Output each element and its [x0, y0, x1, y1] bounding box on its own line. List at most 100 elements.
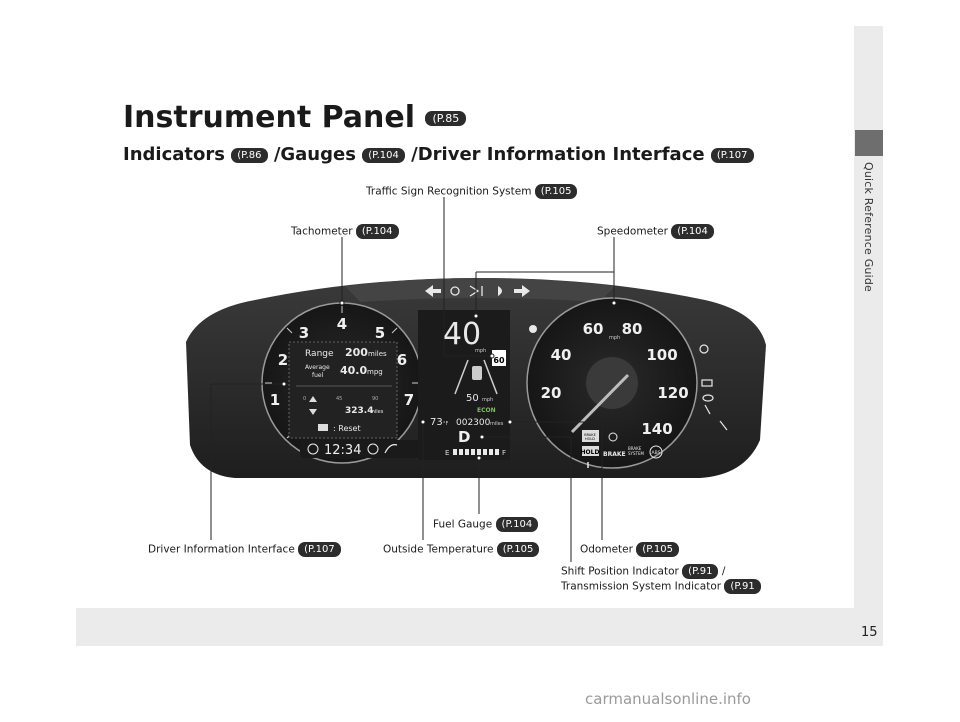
- right-warning-icons: [699, 344, 728, 431]
- title-text: Instrument Panel: [123, 100, 416, 135]
- svg-text:miles: miles: [368, 350, 387, 358]
- transmission-ref-link[interactable]: (P.91: [724, 579, 761, 594]
- outside-temp-ref-link[interactable]: (P.105: [496, 542, 540, 557]
- svg-text:73: 73: [430, 417, 443, 428]
- svg-text:BRAKE: BRAKE: [584, 433, 596, 437]
- svg-text:mph: mph: [475, 348, 486, 354]
- svg-text:mpg: mpg: [367, 368, 383, 376]
- airbag-icon: [719, 420, 728, 431]
- page-number: 15: [861, 625, 878, 640]
- callout-fuel-gauge: Fuel Gauge (P.104: [433, 517, 539, 532]
- svg-text:40: 40: [443, 317, 481, 352]
- info-icon: [307, 443, 319, 455]
- leader-lines: [210, 197, 617, 562]
- gauges-ref-link[interactable]: (P.104: [362, 147, 405, 163]
- dii-callout-ref-link[interactable]: (P.107: [298, 542, 341, 557]
- fuel-gauge-ref-link[interactable]: (P.104: [495, 517, 539, 532]
- epb-icon: [699, 344, 709, 354]
- svg-text:mph: mph: [482, 397, 493, 403]
- tpms-icon: [608, 432, 618, 442]
- tachometer-ref-link[interactable]: (P.104: [355, 224, 399, 239]
- turn-right-icon: [514, 285, 530, 297]
- bottom-indicators: BRAKE HOLD HOLD BRAKE BRAKE SYSTEM ABS: [581, 430, 663, 468]
- svg-text:323.4: 323.4: [345, 406, 373, 416]
- svg-text:BRAKE: BRAKE: [628, 446, 642, 451]
- svg-text:60: 60: [493, 356, 505, 365]
- dii-screen: [288, 341, 398, 439]
- svg-text:mph: mph: [609, 335, 620, 341]
- svg-text:fuel: fuel: [312, 372, 324, 379]
- svg-text:6: 6: [397, 351, 407, 369]
- left-marker-dot: [529, 325, 537, 333]
- speedometer-center-cap: [586, 357, 638, 409]
- hood-visor: [345, 278, 615, 302]
- svg-text:D: D: [458, 428, 470, 446]
- subtitle-dii: /Driver Information Interface: [411, 144, 705, 165]
- speedometer-ref-link[interactable]: (P.104: [671, 224, 714, 239]
- shift-position-ref-link[interactable]: (P.91: [682, 564, 719, 579]
- callout-odometer: Odometer (P.105: [580, 542, 679, 557]
- brake-hold-indicator: [582, 430, 599, 442]
- traffic-sign-ref-link[interactable]: (P.105: [534, 184, 578, 199]
- dii-ref-link[interactable]: (P.107: [710, 147, 754, 163]
- svg-text:5: 5: [375, 324, 385, 342]
- dii-content: Range 200 miles Average fuel 40.0 mpg 0 …: [296, 346, 392, 433]
- svg-text:140: 140: [641, 420, 672, 438]
- abs-indicator: [649, 445, 663, 459]
- callout-dii: Driver Information Interface (P.107: [148, 542, 341, 557]
- svg-text:E: E: [445, 449, 449, 457]
- svg-text:7: 7: [404, 391, 414, 409]
- page-subtitle: Indicators (P.86 /Gauges (P.104 /Driver …: [123, 144, 754, 165]
- phone-icon: [367, 443, 379, 455]
- svg-text:12:34: 12:34: [324, 443, 361, 458]
- subtitle-gauges: /Gauges: [273, 144, 356, 165]
- lead-car-icon: [472, 366, 482, 380]
- svg-text:60: 60: [583, 320, 604, 338]
- svg-text:Average: Average: [305, 364, 330, 371]
- svg-text:40.0: 40.0: [340, 364, 367, 377]
- oil-icon: [702, 394, 714, 402]
- headlight-icon: [450, 286, 460, 296]
- callout-outside-temp: Outside Temperature (P.105: [383, 542, 540, 557]
- svg-text:HOLD: HOLD: [585, 437, 595, 441]
- svg-text:BRAKE: BRAKE: [603, 451, 626, 458]
- page-ref-link[interactable]: (P.85: [425, 111, 467, 126]
- hold-indicator: [582, 446, 599, 456]
- top-indicators: [425, 285, 530, 297]
- turn-left-icon: [425, 285, 441, 297]
- svg-text:1: 1: [270, 391, 280, 409]
- odometer-ref-link[interactable]: (P.105: [636, 542, 679, 557]
- high-beam-icon: [494, 286, 502, 296]
- scroll-arrows-icon: [309, 396, 317, 415]
- svg-text:2: 2: [278, 351, 288, 369]
- clock-bar: [300, 440, 420, 458]
- page-title: Instrument Panel (P.85: [123, 100, 467, 135]
- callout-shift-position: Shift Position Indicator (P.91 /: [561, 564, 726, 579]
- svg-text:0: 0: [303, 396, 306, 402]
- seatbelt-icon: [704, 404, 711, 415]
- speedometer-numbers: 20 40 60 80 100 120 140: [541, 320, 689, 438]
- svg-text:4: 4: [337, 315, 347, 333]
- svg-text:20: 20: [541, 384, 562, 402]
- svg-text:: Reset: : Reset: [333, 424, 361, 433]
- subtitle-indicators: Indicators: [123, 144, 225, 165]
- link-icon: [384, 444, 398, 454]
- svg-text:F: F: [502, 449, 506, 457]
- svg-text:3: 3: [299, 324, 309, 342]
- svg-text:HOLD: HOLD: [581, 449, 600, 456]
- svg-text:100: 100: [646, 346, 677, 364]
- svg-text:90: 90: [372, 396, 378, 402]
- svg-text:miles: miles: [370, 409, 384, 415]
- speed-limit-sign: [492, 350, 506, 366]
- svg-text:120: 120: [657, 384, 688, 402]
- callout-transmission: Transmission System Indicator (P.91: [561, 579, 761, 594]
- callout-tachometer: Tachometer (P.104: [291, 224, 399, 239]
- svg-text:ECON: ECON: [477, 407, 496, 414]
- indicators-ref-link[interactable]: (P.86: [231, 147, 268, 163]
- svg-text:50: 50: [466, 393, 479, 404]
- svg-text:45: 45: [336, 396, 342, 402]
- battery-icon: [701, 379, 713, 387]
- svg-text:SYSTEM: SYSTEM: [628, 451, 644, 456]
- center-screen: [418, 310, 510, 460]
